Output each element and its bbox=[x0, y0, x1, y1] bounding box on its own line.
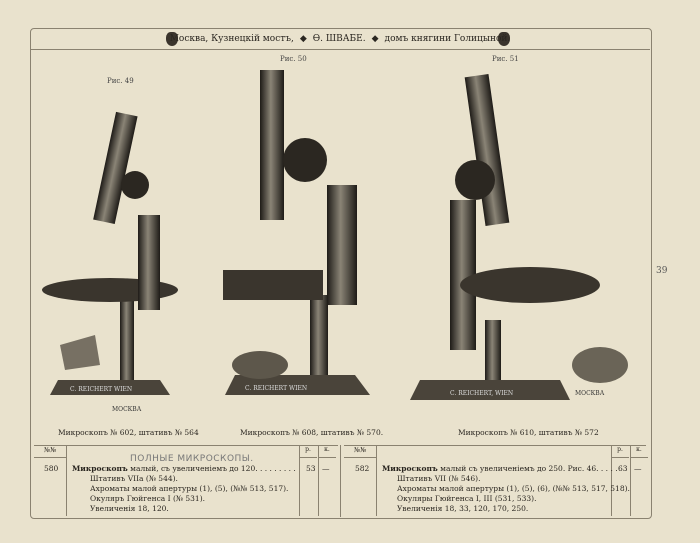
figure-caption: Микроскопъ № 610, штативъ № 572 bbox=[458, 428, 599, 437]
price-table-right: №№ р. к. bbox=[344, 445, 648, 516]
price-table-left: №№ р. к. bbox=[34, 445, 338, 516]
item-detail: Увеличенія 18, 120. bbox=[90, 504, 169, 513]
section-title: ПОЛНЫЕ МИКРОСКОПЫ. bbox=[130, 454, 254, 464]
maker-plate: C. REICHERT, WIEN bbox=[450, 390, 513, 397]
figure-label: Рис. 51 bbox=[492, 55, 519, 63]
item-desc: малый съ увеличеніемъ до 250. Рис. 46. .… bbox=[440, 464, 618, 473]
stamp: МОСКВА bbox=[112, 406, 142, 413]
header-separator: ◆ bbox=[299, 34, 307, 44]
price-rubles: 53 bbox=[306, 464, 316, 473]
header-address: Москва, Кузнецкій мостъ, bbox=[169, 34, 294, 44]
col-header-kopeks: к. bbox=[630, 446, 648, 458]
page-frame bbox=[30, 28, 652, 519]
page-header: Москва, Кузнецкій мостъ, ◆ Ѳ. ШВАБЕ. ◆ д… bbox=[30, 29, 650, 50]
item-detail: Увеличенія 18, 33, 120, 170, 250. bbox=[397, 504, 529, 513]
item-detail: Штативъ VIIa (№ 544). bbox=[90, 474, 178, 483]
item-detail: Окуляръ Гюйгенса I (№ 531). bbox=[90, 494, 205, 503]
maker-plate: C. REICHERT WIEN bbox=[70, 386, 132, 393]
item-detail: Ахроматы малой апертуры (1), (5), (№№ 51… bbox=[90, 484, 289, 493]
col-header-kopeks: к. bbox=[318, 446, 336, 458]
figure-label: Рис. 49 bbox=[107, 77, 134, 85]
price-rubles: 63 bbox=[618, 464, 628, 473]
eagle-crest-icon bbox=[166, 32, 178, 46]
header-building: домъ княгини Голицыной. bbox=[384, 34, 511, 44]
col-header-rubles: р. bbox=[299, 446, 317, 458]
stamp: МОСКВА bbox=[575, 390, 605, 397]
item-detail: Ахроматы малой апертуры (1), (5), (6), (… bbox=[397, 484, 630, 493]
price-kopeks: — bbox=[322, 464, 330, 473]
figure-caption: Микроскопъ № 608, штативъ № 570. bbox=[240, 428, 384, 437]
item-title: Микроскопъ bbox=[382, 464, 438, 473]
price-kopeks: — bbox=[634, 464, 642, 473]
item-number: 580 bbox=[44, 464, 59, 473]
header-separator: ◆ bbox=[371, 34, 379, 44]
item-title: Микроскопъ bbox=[72, 464, 128, 473]
figure-caption: Микроскопъ № 602, штативъ № 564 bbox=[58, 428, 199, 437]
header-company: Ѳ. ШВАБЕ. bbox=[312, 34, 366, 44]
microscope-illustration-50: C. REICHERT WIEN bbox=[223, 70, 370, 395]
item-detail: Окуляры Гюйгенса I, III (531, 533). bbox=[397, 494, 537, 503]
item-desc: малый, съ увеличеніемъ до 120. . . . . .… bbox=[130, 464, 296, 473]
figure-label: Рис. 50 bbox=[280, 55, 307, 63]
page-number: 39 bbox=[656, 266, 668, 276]
col-header-rubles: р. bbox=[611, 446, 629, 458]
maker-plate: C. REICHERT WIEN bbox=[245, 385, 307, 392]
col-header-number: №№ bbox=[344, 446, 376, 458]
item-number: 582 bbox=[355, 464, 370, 473]
coat-of-arms-icon bbox=[498, 32, 510, 46]
microscope-illustration-51: C. REICHERT, WIEN МОСКВА bbox=[410, 74, 628, 400]
microscope-illustration-49: C. REICHERT WIEN МОСКВА bbox=[42, 111, 178, 413]
item-detail: Штативъ VII (№ 546). bbox=[397, 474, 481, 483]
col-header-number: №№ bbox=[34, 446, 66, 458]
